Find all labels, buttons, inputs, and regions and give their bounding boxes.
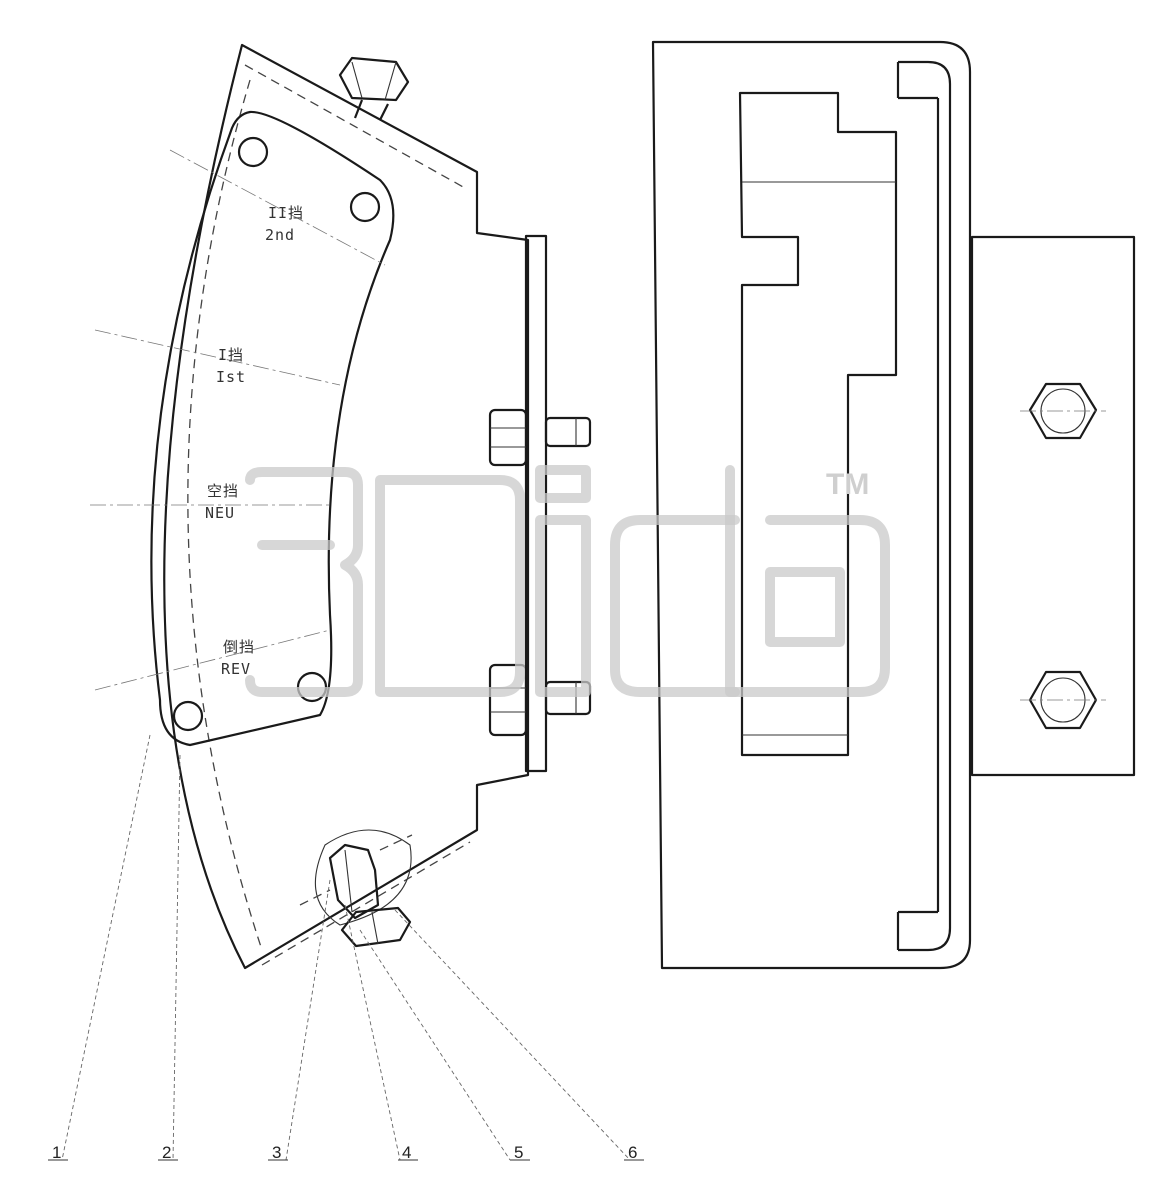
callout-1: 1	[52, 1143, 61, 1162]
callout-5: 5	[514, 1143, 523, 1162]
gear-labels: II挡 2nd I挡 Ist 空挡 NEU 倒挡 REV	[205, 204, 304, 678]
gear-2nd-en: 2nd	[265, 226, 295, 244]
gear-reverse-en: REV	[221, 660, 251, 678]
gear-reverse-cn: 倒挡	[223, 638, 255, 656]
gear-1st-en: Ist	[216, 368, 246, 386]
flange-bolt-lower	[488, 663, 592, 737]
callout-6: 6	[628, 1143, 637, 1162]
watermark-trademark: TM	[826, 468, 869, 501]
flange-bolt-upper	[488, 408, 592, 467]
selector-plate	[150, 43, 548, 970]
gear-neutral-en: NEU	[205, 504, 235, 522]
bottom-bolt-assembly	[299, 829, 413, 948]
callout-numbers: 1 2 3 4 5 6	[52, 1143, 637, 1162]
leader-lines	[48, 734, 644, 1161]
top-bolt	[338, 56, 410, 121]
gear-2nd-cn: II挡	[268, 204, 304, 222]
gear-center-lines	[90, 149, 386, 691]
housing-side-view	[651, 40, 972, 970]
watermark-logo	[245, 465, 890, 697]
callout-3: 3	[272, 1143, 281, 1162]
mounting-block	[970, 235, 1136, 777]
gear-1st-cn: I挡	[218, 346, 244, 364]
callout-4: 4	[402, 1143, 411, 1162]
gear-neutral-cn: 空挡	[207, 482, 239, 500]
callout-2: 2	[162, 1143, 171, 1162]
